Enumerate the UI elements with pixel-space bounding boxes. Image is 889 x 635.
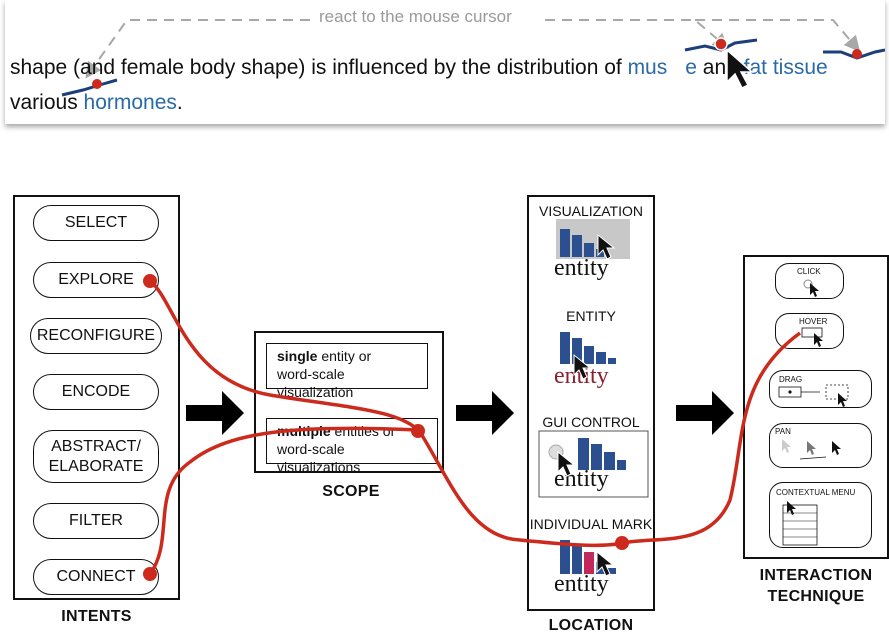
arrow-scope-to-location [456,391,514,435]
banner-arrows [85,19,861,79]
technique-pan-label: PAN [775,427,791,436]
technique-click[interactable] [775,263,844,299]
location-title-visualization: VISUALIZATION [539,203,643,219]
intent-abstract-elaborate[interactable]: ABSTRACT/ ELABORATE [33,430,159,483]
sentence-start: shape (and female body shape) is influen… [10,56,628,79]
context-menu-icon [782,504,818,546]
location-entity-thumb[interactable] [554,324,634,396]
scope-multiple-box[interactable]: multiple entities or word-scale visualiz… [266,418,438,475]
location-caption: LOCATION [548,617,634,634]
pan-mid-cursor-icon [807,441,816,455]
technique-hover-label: HOVER [799,317,828,326]
dashed-arrow-right [695,19,861,53]
dashed-arrow-middle [545,19,730,50]
arrow-intents-to-scope [186,391,244,435]
scope-single-box[interactable]: single entity or word-scale visualizatio… [266,343,428,400]
node-explore [143,274,157,288]
entity-cursor-icon [573,353,592,380]
scope-caption: SCOPE [322,483,380,500]
location-gui-control-entity: entity [554,466,609,492]
location-visualization-thumb[interactable] [554,219,634,291]
pan-start-cursor-icon [782,439,791,453]
gui-control-cursor-icon [557,450,576,477]
technique-caption: INTERACTION TECHNIQUE [745,566,887,608]
sparkline-muscle-marker [714,37,728,51]
location-title-individual-mark: INDIVIDUAL MARK [529,516,653,532]
scope-multiple-line2: word-scale visualizations [277,441,361,476]
example-banner: react to the mouse cursor shape (and fem… [5,0,885,124]
arrow-location-to-technique [676,391,734,435]
drag-target-icon [825,384,849,400]
node-individual-mark [615,536,629,550]
node-connect [143,567,157,581]
scope-single-bold: single [277,348,318,364]
scope-single-line2: word-scale visualization [277,366,354,401]
click-cursor-icon [810,283,819,297]
intent-filter[interactable]: FILTER [33,503,159,539]
location-title-entity: ENTITY [566,308,616,324]
link-muscle[interactable]: mus [627,56,668,79]
pan-end-cursor-icon [832,441,841,455]
technique-pan[interactable] [769,423,872,468]
click-ripple-icon [803,279,813,289]
dashed-arrow-left [85,19,310,79]
hover-box-icon [801,327,823,338]
intents-caption: INTENTS [61,608,132,625]
intent-reconfigure[interactable]: RECONFIGURE [30,318,162,354]
intent-encode[interactable]: ENCODE [33,374,159,410]
react-label: react to the mouse cursor [313,7,518,27]
technique-caption-line1: INTERACTION [759,567,873,584]
hover-cursor-icon [814,333,823,347]
node-multiple [411,424,425,438]
path-explore [148,279,802,548]
location-individual-mark-entity: entity [554,571,609,597]
intent-connect[interactable]: CONNECT [33,559,159,595]
sparkline-left-marker [92,79,102,89]
intent-explore[interactable]: EXPLORE [33,262,159,298]
location-visualization-entity: entity [554,255,609,281]
pan-direction-icon [799,456,827,460]
individual-mark-cursor-icon [596,550,615,577]
line2-end: . [176,91,183,114]
technique-caption-line2: TECHNIQUE [767,587,865,605]
link-muscle-tail[interactable]: e [685,56,697,79]
banner-sparklines [61,37,885,97]
sparkline-fat-marker [852,49,862,59]
technique-drag-label: DRAG [779,375,803,384]
technique-contextual-menu-label: CONTEXTUAL MENU [776,488,856,497]
mouse-cursor-icon [726,48,754,90]
scope-single-rest: entity or [317,348,372,364]
link-fat-tissue[interactable]: fat tissue [743,56,828,79]
sentence-line-2: various hormones. [10,91,183,115]
drag-cursor-icon [838,393,847,407]
context-menu-cursor-icon [787,501,796,515]
intent-select[interactable]: SELECT [33,205,159,241]
link-hormones[interactable]: hormones [83,91,177,114]
technique-click-label: CLICK [797,267,821,276]
location-gui-control-thumb[interactable] [538,430,650,500]
path-connect [148,426,419,576]
line2-start: various [10,91,84,114]
location-title-gui-control: GUI CONTROL [542,414,640,430]
